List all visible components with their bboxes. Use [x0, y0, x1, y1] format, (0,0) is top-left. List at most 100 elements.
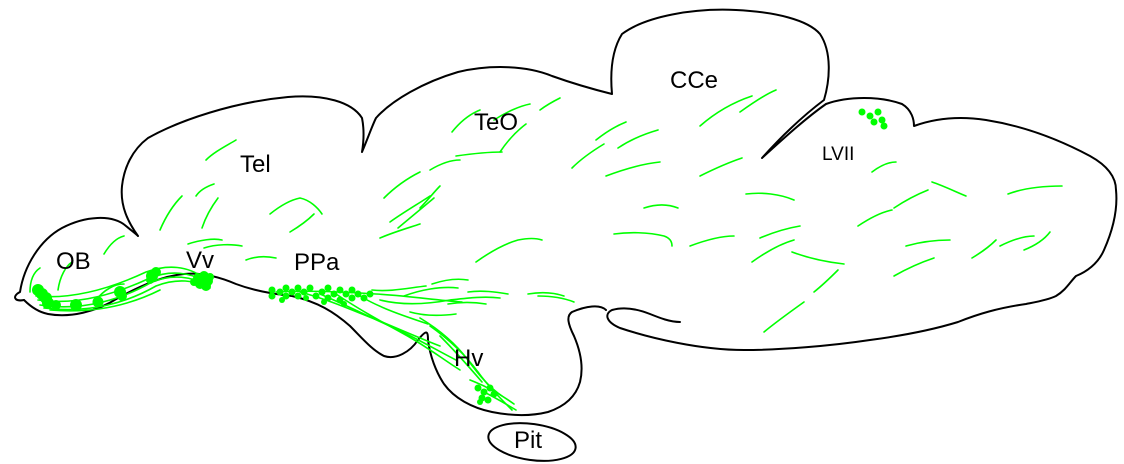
labeled-cell-34 — [330, 290, 338, 298]
fiber-22 — [335, 293, 461, 371]
fiber-1 — [37, 272, 207, 303]
fiber-55 — [699, 95, 753, 127]
fiber-46 — [499, 123, 527, 153]
labeled-cell-58 — [878, 116, 886, 124]
fiber-5 — [49, 289, 161, 312]
fiber-25 — [379, 296, 501, 305]
fiber-11 — [159, 195, 183, 231]
fiber-12 — [201, 197, 219, 229]
labeled-cell-48 — [480, 388, 488, 396]
labeled-cell-37 — [342, 290, 350, 298]
fiber-69 — [931, 181, 967, 197]
fiber-24 — [371, 285, 427, 292]
labeled-cell-43 — [321, 299, 327, 305]
fiber-61 — [759, 225, 801, 239]
label-teo: TeO — [474, 109, 518, 136]
label-pit: Pit — [514, 427, 542, 454]
labeled-cell-49 — [486, 384, 494, 392]
labeled-cell-4 — [42, 297, 54, 309]
fiber-6 — [57, 261, 73, 291]
labeled-cell-31 — [318, 288, 326, 296]
fiber-9 — [29, 267, 41, 293]
fiber-62 — [751, 239, 795, 263]
fiber-45 — [493, 103, 531, 121]
fiber-57 — [699, 157, 743, 177]
region-labels: OB Vv Tel PPa TeO CCe LVII Hv Pit — [56, 67, 854, 454]
labeled-cell-59 — [880, 122, 888, 130]
fiber-26 — [403, 286, 459, 297]
fiber-36 — [447, 301, 487, 305]
labeled-cell-32 — [324, 284, 332, 292]
labeled-cell-27 — [294, 292, 302, 300]
fiber-75 — [971, 239, 997, 259]
labeled-cell-53 — [477, 399, 483, 405]
label-lvii: LVII — [822, 144, 854, 165]
labeled-cell-19 — [206, 273, 214, 281]
labeled-cell-35 — [336, 286, 344, 294]
labeled-cell-40 — [354, 290, 362, 298]
fiber-63 — [763, 301, 805, 333]
labeled-cell-bodies — [32, 108, 888, 405]
label-hv: Hv — [454, 345, 483, 372]
fiber-37 — [451, 109, 481, 133]
fiber-23 — [359, 295, 429, 325]
brain-outline — [14, 8, 1118, 462]
labeled-cell-5 — [51, 300, 61, 310]
labeled-cell-24 — [282, 292, 290, 300]
labeled-cell-41 — [360, 294, 368, 302]
fiber-40 — [389, 195, 431, 223]
fiber-54 — [537, 295, 575, 303]
fiber-42 — [379, 223, 421, 239]
fiber-13 — [195, 183, 215, 197]
label-ob: OB — [56, 248, 91, 275]
labeled-cell-25 — [288, 288, 296, 296]
fiber-43 — [419, 185, 441, 209]
fiber-48 — [475, 237, 543, 263]
labeled-cell-33 — [324, 294, 332, 302]
labeled-cell-38 — [348, 286, 356, 294]
labeled-cell-17 — [201, 281, 211, 291]
fiber-74 — [1023, 231, 1051, 251]
fiber-21 — [319, 293, 457, 361]
fiber-44 — [429, 159, 461, 171]
labeled-cell-28 — [300, 288, 308, 296]
labeled-fibers — [29, 89, 1063, 411]
labeled-cell-9 — [117, 291, 127, 301]
fiber-35 — [431, 278, 469, 285]
fiber-8 — [103, 235, 125, 255]
fiber-30 — [439, 335, 483, 383]
labeled-cell-52 — [490, 390, 498, 398]
fiber-38 — [455, 151, 503, 157]
fiber-68 — [893, 189, 929, 209]
labeled-cell-55 — [866, 112, 874, 120]
fiber-50 — [571, 143, 605, 169]
fiber-49 — [595, 121, 627, 141]
labeled-cell-26 — [294, 284, 302, 292]
labeled-cell-21 — [268, 292, 276, 300]
fiber-60 — [745, 192, 795, 201]
fiber-4 — [35, 266, 205, 298]
labeled-cell-36 — [336, 296, 344, 304]
fiber-51 — [605, 161, 661, 177]
labeled-cell-56 — [874, 108, 882, 116]
labeled-cell-30 — [312, 292, 320, 300]
fiber-34 — [527, 291, 565, 297]
labeled-cell-47 — [474, 384, 482, 392]
fiber-56 — [739, 89, 777, 113]
fiber-47 — [539, 97, 561, 111]
pituitary-outline — [487, 422, 577, 462]
labeled-cell-7 — [92, 296, 104, 308]
fiber-72 — [1007, 185, 1063, 195]
labeled-cell-57 — [870, 118, 878, 126]
labeled-cell-18 — [190, 278, 198, 286]
fiber-65 — [813, 269, 839, 293]
labeled-cell-54 — [858, 108, 866, 116]
fiber-10 — [205, 139, 237, 161]
labeled-cell-42 — [366, 290, 374, 298]
labeled-cell-45 — [303, 295, 309, 301]
fiber-58 — [643, 204, 679, 209]
fiber-16 — [269, 197, 323, 215]
labeled-cell-22 — [276, 288, 284, 296]
labeled-cell-39 — [348, 294, 356, 302]
